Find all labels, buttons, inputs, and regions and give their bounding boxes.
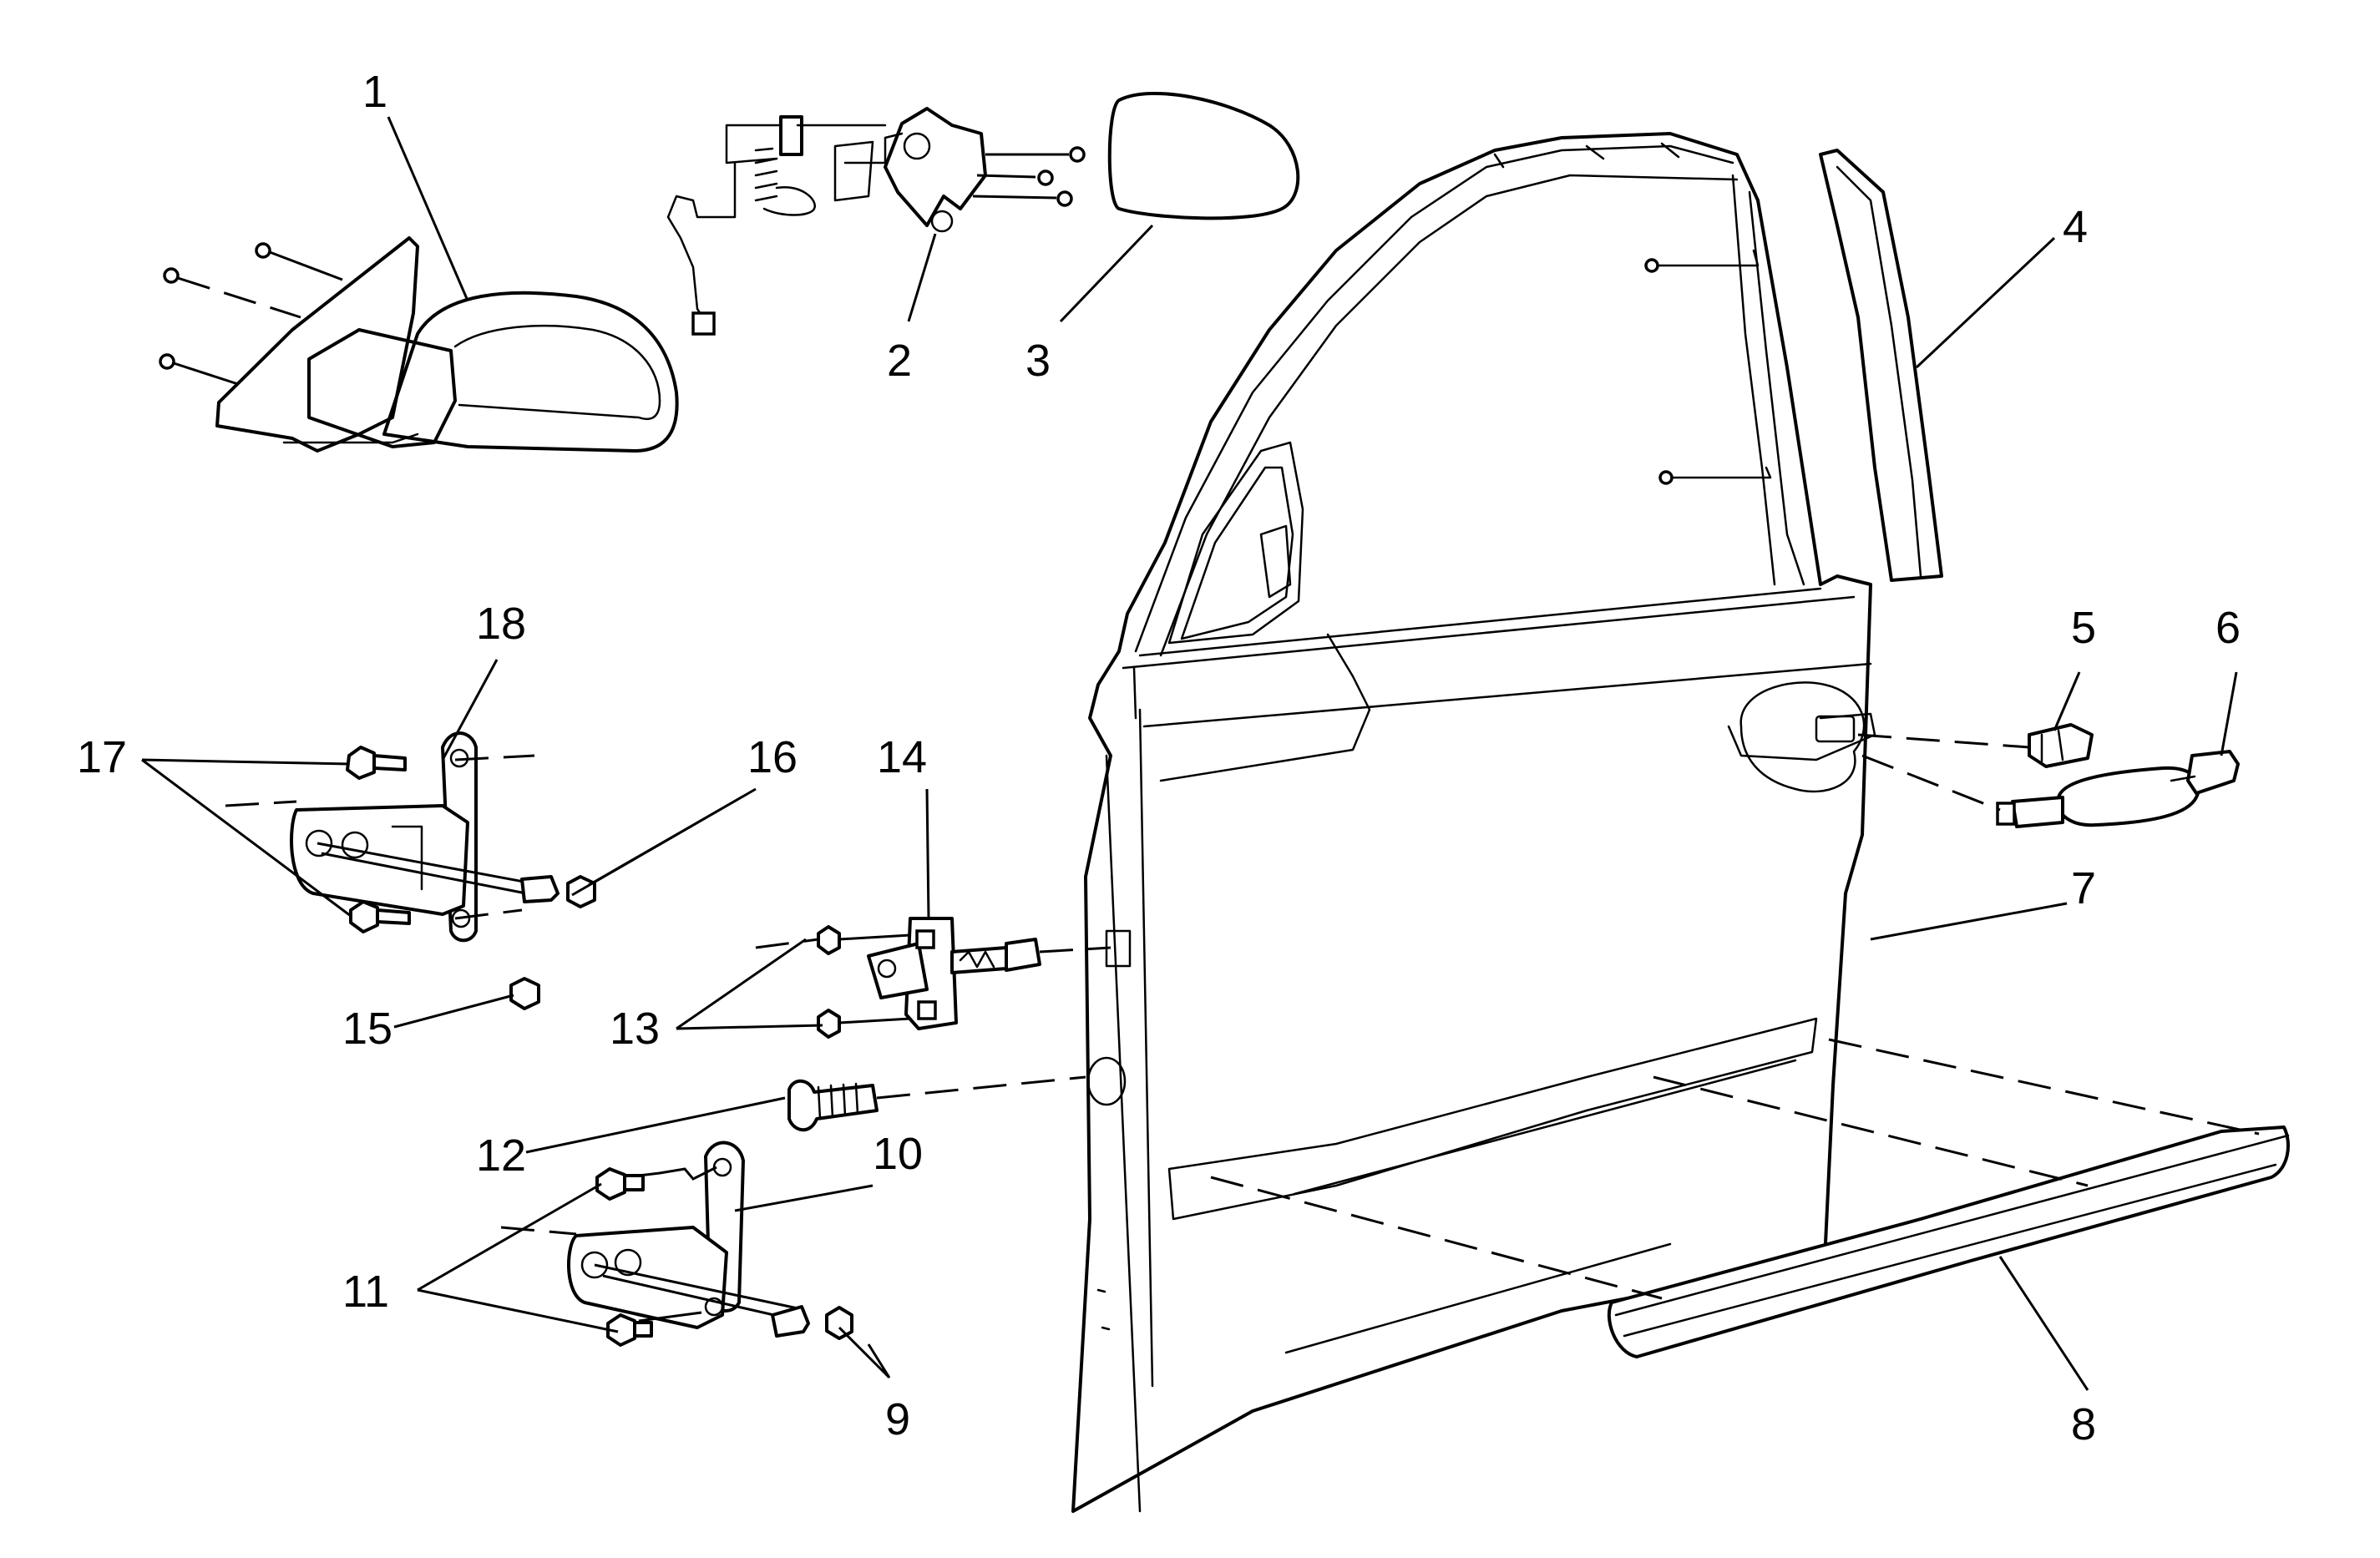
callout-18: 18: [476, 599, 526, 649]
door-lock-actuator: [666, 107, 1086, 336]
callout-9: 9: [885, 1394, 910, 1444]
callout-10: 10: [873, 1129, 923, 1179]
callout-1: 1: [362, 67, 387, 117]
outside-rearview-mirror: [159, 236, 679, 453]
callout-7: 7: [2071, 863, 2096, 913]
callout-12: 12: [476, 1131, 526, 1181]
lower-hinge-body-bolts: [595, 1167, 653, 1347]
callout-17: 17: [77, 732, 127, 782]
window-frame-applique: [1819, 149, 1943, 582]
front-door-shell: [1071, 132, 1876, 1513]
callout-2: 2: [887, 336, 912, 386]
door-check-link: [867, 917, 1041, 1030]
callout-labels: 1 2 3 4 5 6 7 8 9 10 11 12 13 14 15 16 1…: [77, 67, 2241, 1449]
upper-hinge-body-bolts: [346, 746, 411, 933]
outside-door-handle: [1996, 766, 2201, 828]
callout-14: 14: [877, 732, 927, 782]
callout-8: 8: [2071, 1399, 2096, 1449]
door-body-side-molding: [1607, 1126, 2290, 1358]
callout-11: 11: [342, 1267, 389, 1317]
callout-6: 6: [2215, 603, 2241, 653]
handle-end-cap: [2170, 750, 2240, 795]
callout-15: 15: [342, 1004, 392, 1054]
lower-hinge-bolts: [771, 1305, 853, 1340]
callout-leaders: [141, 116, 2238, 1391]
upper-door-hinge: [290, 731, 478, 943]
upper-hinge-bolts: [520, 875, 596, 908]
wiring-grommet: [787, 1079, 879, 1132]
mirror-cover: [1107, 91, 1300, 220]
hinge-pin-bolt: [509, 977, 540, 1010]
check-link-bolts: [817, 925, 841, 1039]
callout-4: 4: [2063, 202, 2088, 252]
lock-cylinder: [2028, 723, 2094, 768]
callout-16: 16: [747, 732, 798, 782]
lower-door-hinge: [567, 1141, 745, 1329]
callout-5: 5: [2071, 603, 2096, 653]
callout-13: 13: [610, 1004, 660, 1054]
callout-3: 3: [1025, 336, 1051, 386]
